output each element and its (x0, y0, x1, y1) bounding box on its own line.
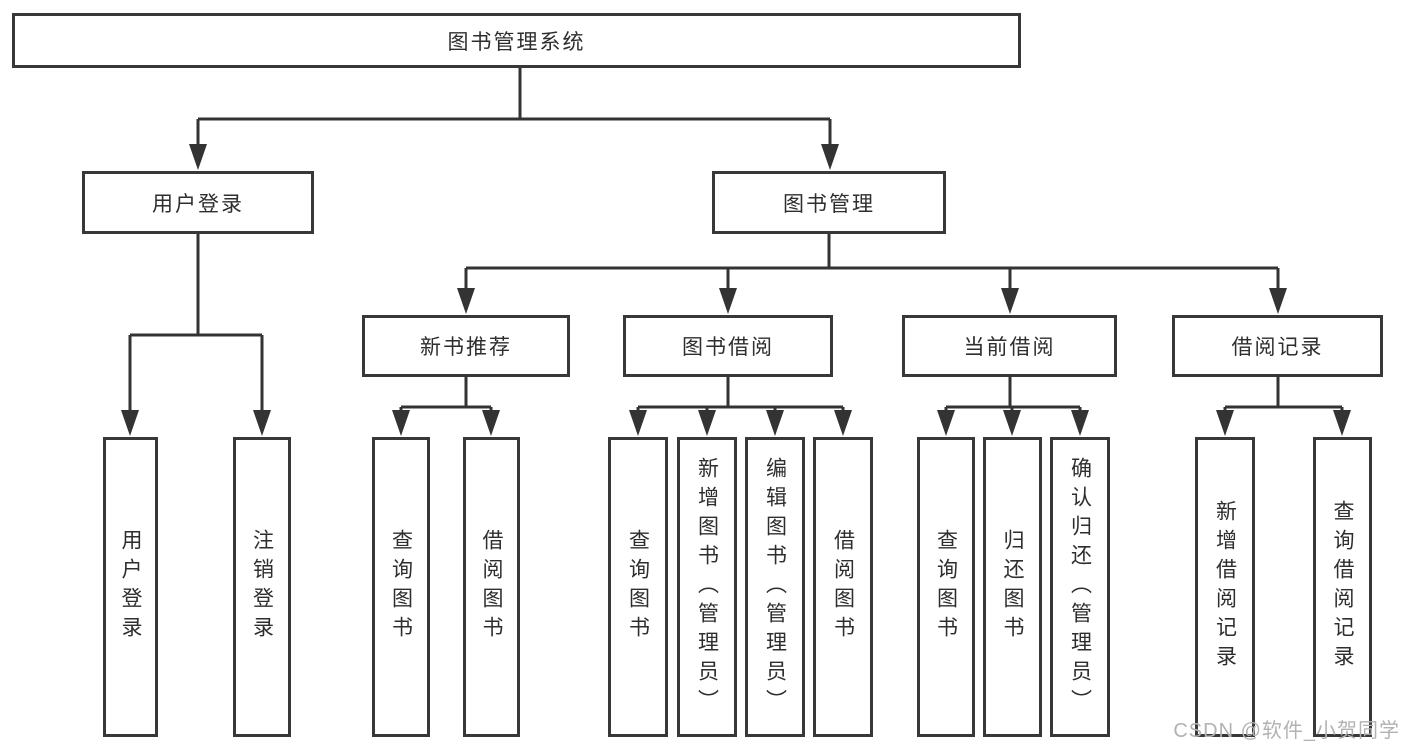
arrowheads-level2 (189, 144, 839, 170)
arrowheads-current-borrow (937, 410, 1089, 436)
node-library-management-system: 图书管理系统 (12, 13, 1021, 68)
node-label: 新增借阅记录 (1213, 500, 1237, 674)
leaf-add-book-admin: 新增图书（管理员） (677, 437, 737, 737)
node-label: 图书借阅 (682, 336, 774, 359)
node-label: 注销登录 (250, 529, 274, 645)
connector-borrow-records-children (1223, 377, 1344, 416)
leaf-borrow-books-recommend: 借阅图书 (463, 437, 520, 737)
node-label: 查询图书 (389, 529, 413, 645)
leaf-query-books-recommend: 查询图书 (372, 437, 430, 737)
leaf-borrow-books: 借阅图书 (813, 437, 873, 737)
node-label: 确认归还（管理员） (1068, 456, 1092, 718)
leaf-user-login: 用户登录 (103, 437, 158, 737)
connector-book-management-children (464, 234, 1280, 294)
node-label: 图书管理系统 (447, 30, 586, 54)
connector-user-login-children (128, 234, 264, 418)
node-label: 借阅图书 (480, 529, 503, 645)
leaf-query-books-borrow: 查询图书 (608, 437, 668, 737)
node-label: 归还图书 (1001, 529, 1024, 645)
node-label: 新增图书（管理员） (695, 456, 719, 718)
connector-new-book-recommend-children (399, 377, 493, 416)
node-label: 当前借阅 (963, 336, 1056, 359)
node-label: 查询借阅记录 (1331, 500, 1354, 674)
node-user-login: 用户登录 (82, 171, 314, 234)
node-label: 用户登录 (152, 192, 244, 216)
node-label: 查询图书 (934, 529, 958, 645)
leaf-edit-book-admin: 编辑图书（管理员） (745, 437, 805, 737)
node-current-borrow: 当前借阅 (902, 315, 1117, 377)
arrowheads-borrow-records (1216, 410, 1351, 436)
arrowheads-user-login-children (121, 410, 271, 436)
node-label: 用户登录 (119, 529, 142, 645)
leaf-query-books-current: 查询图书 (917, 437, 975, 737)
csdn-watermark: CSDN @软件_小贺同学 (1173, 720, 1400, 742)
leaf-query-borrow-record: 查询借阅记录 (1313, 437, 1372, 737)
node-label: 查询图书 (626, 529, 650, 645)
node-label: 借阅记录 (1231, 336, 1324, 359)
leaf-logout: 注销登录 (233, 437, 291, 737)
node-label: 借阅图书 (831, 529, 855, 645)
node-book-borrow: 图书借阅 (623, 315, 833, 377)
connector-book-borrow-children (636, 377, 845, 416)
leaf-confirm-return-admin: 确认归还（管理员） (1050, 437, 1110, 737)
node-book-management: 图书管理 (712, 171, 946, 234)
arrowheads-new-book-recommend (392, 410, 500, 436)
connector-root-to-level2 (196, 66, 832, 150)
node-label: 编辑图书（管理员） (763, 456, 787, 718)
arrowheads-level3 (457, 288, 1287, 314)
node-label: 新书推荐 (420, 336, 512, 359)
arrowheads-book-borrow (629, 410, 852, 436)
node-borrow-records: 借阅记录 (1172, 315, 1383, 377)
leaf-add-borrow-record: 新增借阅记录 (1195, 437, 1255, 737)
leaf-return-book: 归还图书 (983, 437, 1042, 737)
node-label: 图书管理 (783, 192, 875, 216)
node-new-book-recommend: 新书推荐 (362, 315, 570, 377)
